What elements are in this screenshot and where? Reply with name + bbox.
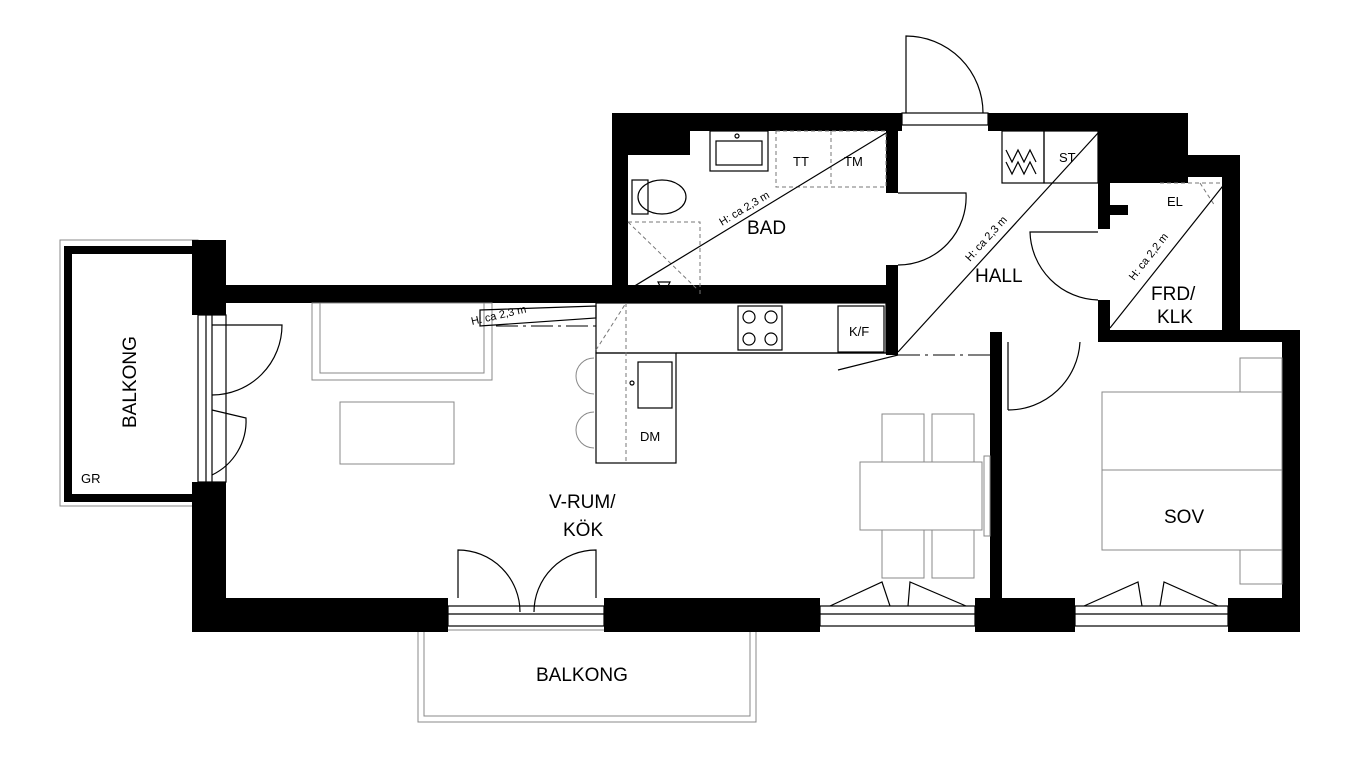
room-label-vrum: V-RUM/ — [549, 492, 616, 513]
room-label-sov: SOV — [1164, 507, 1204, 528]
kitchen-fixtures — [575, 302, 887, 464]
fixture-label-st: ST — [1059, 150, 1076, 165]
exterior-walls — [192, 113, 1300, 632]
room-label-klk: KLK — [1157, 307, 1193, 328]
interior-walls — [886, 131, 1300, 632]
fixture-label-dm: DM — [640, 429, 660, 444]
height-note-hall: H: ca 2,3 m — [963, 214, 1010, 264]
windows — [197, 112, 1229, 627]
height-note-frd: H: ca 2,2 m — [1127, 231, 1171, 283]
bedroom-furniture — [1101, 357, 1283, 585]
fixture-label-kf: K/F — [849, 324, 869, 339]
door-swings — [211, 35, 1219, 613]
hall-fixtures — [1001, 130, 1220, 207]
fixture-label-el: EL — [1167, 194, 1183, 209]
room-label-bad: BAD — [747, 218, 786, 239]
height-lines — [479, 132, 1227, 371]
balcony-bottom — [417, 629, 757, 723]
bathroom-fixtures — [627, 130, 887, 296]
living-furniture — [311, 302, 991, 579]
room-label-balkong-left: BALKONG — [120, 336, 141, 428]
room-label-kok: KÖK — [563, 520, 603, 541]
room-label-balkong-bottom: BALKONG — [536, 665, 628, 686]
fixture-label-tm: TM — [844, 154, 863, 169]
room-label-frd: FRD/ — [1151, 284, 1196, 305]
fixture-label-gr: GR — [81, 471, 101, 486]
fixture-label-tt: TT — [793, 154, 809, 169]
room-label-hall: HALL — [975, 266, 1023, 287]
